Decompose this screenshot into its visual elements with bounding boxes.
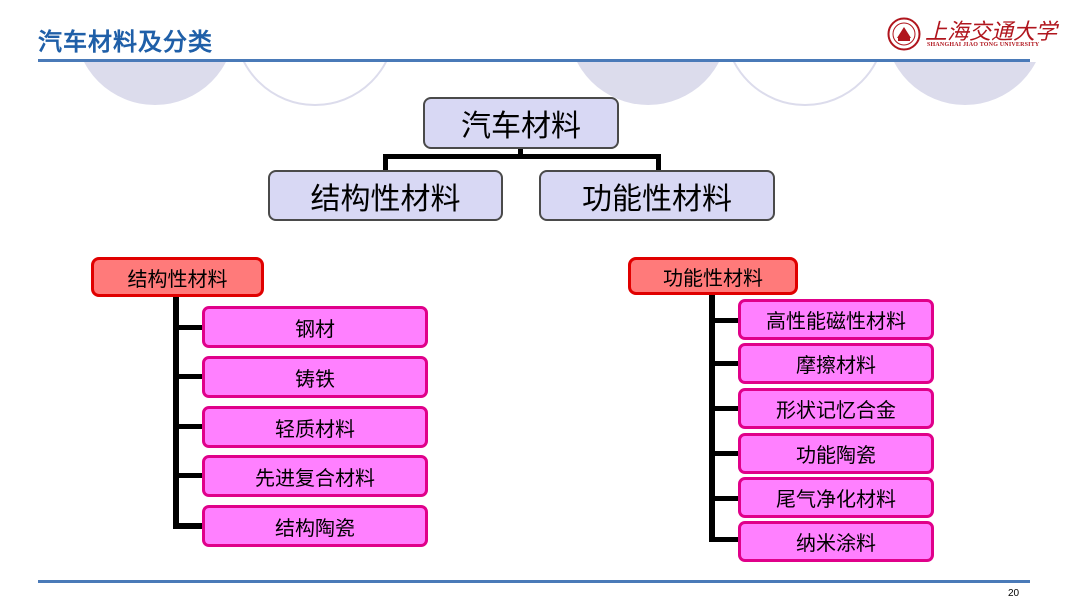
level1-node-structural: 结构性材料 bbox=[268, 170, 503, 221]
footer-divider bbox=[38, 580, 1030, 583]
title-divider bbox=[38, 59, 1030, 62]
deco-circle-3 bbox=[577, 62, 719, 105]
structural-item: 轻质材料 bbox=[202, 406, 428, 448]
structural-branch-1 bbox=[173, 325, 205, 330]
structural-trunk bbox=[173, 296, 179, 529]
structural-item: 钢材 bbox=[202, 306, 428, 348]
functional-branch-5 bbox=[709, 496, 741, 501]
functional-item: 摩擦材料 bbox=[738, 343, 934, 384]
structural-heading: 结构性材料 bbox=[91, 257, 264, 297]
functional-branch-1 bbox=[709, 318, 741, 323]
functional-branch-3 bbox=[709, 406, 741, 411]
structural-item: 结构陶瓷 bbox=[202, 505, 428, 547]
root-node: 汽车材料 bbox=[423, 97, 619, 149]
logo-name-cn: 上海交通大学 bbox=[925, 20, 1058, 45]
structural-branch-4 bbox=[173, 473, 205, 478]
functional-item: 功能陶瓷 bbox=[738, 433, 934, 474]
deco-circle-5 bbox=[894, 62, 1036, 105]
functional-heading: 功能性材料 bbox=[628, 257, 798, 295]
connector-right-drop bbox=[656, 154, 661, 172]
functional-item: 纳米涂料 bbox=[738, 521, 934, 562]
level1-node-functional: 功能性材料 bbox=[539, 170, 775, 221]
connector-top-horizontal bbox=[383, 154, 661, 159]
functional-branch-6 bbox=[709, 537, 741, 542]
university-emblem-icon bbox=[887, 17, 921, 51]
page-number: 20 bbox=[1008, 588, 1020, 599]
deco-circle-2 bbox=[242, 62, 388, 106]
connector-left-drop bbox=[383, 154, 388, 172]
deco-circle-4 bbox=[732, 62, 878, 106]
functional-branch-4 bbox=[709, 451, 741, 456]
connector-root-down bbox=[518, 146, 523, 156]
slide-title: 汽车材料及分类 bbox=[38, 28, 213, 56]
functional-item: 尾气净化材料 bbox=[738, 477, 934, 518]
functional-branch-2 bbox=[709, 361, 741, 366]
structural-item: 先进复合材料 bbox=[202, 455, 428, 497]
functional-item: 高性能磁性材料 bbox=[738, 299, 934, 340]
structural-branch-5 bbox=[173, 523, 205, 529]
university-logo: 上海交通大学 SHANGHAI JIAO TONG UNIVERSITY bbox=[885, 16, 1057, 52]
structural-branch-2 bbox=[173, 374, 205, 379]
functional-trunk bbox=[709, 294, 715, 542]
structural-item: 铸铁 bbox=[202, 356, 428, 398]
deco-circle-1 bbox=[84, 62, 226, 105]
functional-item: 形状记忆合金 bbox=[738, 388, 934, 429]
logo-name-en: SHANGHAI JIAO TONG UNIVERSITY bbox=[927, 42, 1040, 48]
structural-branch-3 bbox=[173, 424, 205, 429]
